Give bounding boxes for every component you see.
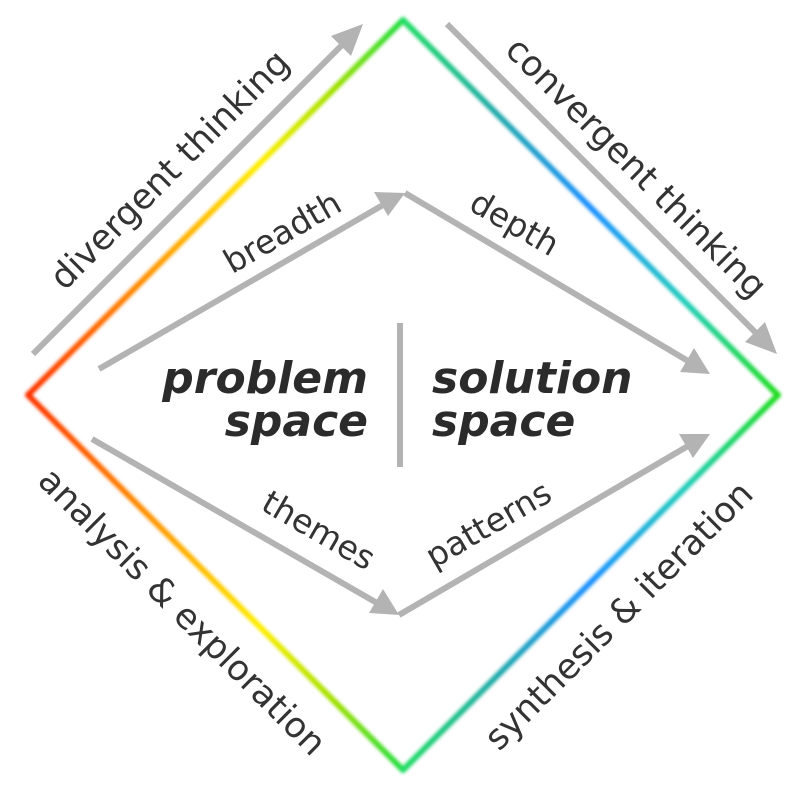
divergent-arrow: [30, 24, 363, 357]
solution-space-line1: solution: [432, 353, 633, 404]
depth-arrow: [403, 190, 710, 374]
depth-label: depth: [463, 182, 566, 264]
diamond-edge-bottom-left: [25, 392, 406, 773]
patterns-arrow: [397, 434, 710, 618]
convergent-arrow: [444, 21, 777, 354]
problem-space-line1: problem: [161, 353, 368, 404]
convergent-thinking-label: convergent thinking: [497, 30, 774, 307]
solution-space-line2: space: [432, 396, 575, 447]
themes-arrow: [90, 436, 399, 615]
problem-space-line2: space: [225, 396, 368, 447]
diamond-edge-top-right: [400, 17, 781, 398]
themes-label: themes: [255, 482, 382, 578]
diamond-outline: [25, 17, 781, 773]
breadth-arrow: [97, 192, 405, 372]
diamond-edge-bottom-right: [400, 392, 781, 773]
diamond-edge-top-left: [25, 17, 406, 398]
